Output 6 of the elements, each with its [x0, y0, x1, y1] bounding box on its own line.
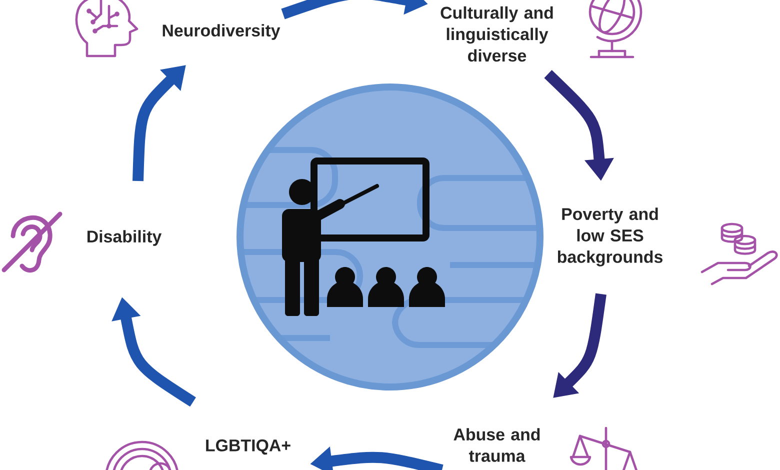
category-label: Disability	[88, 230, 162, 246]
category-label: Culturally and linguistically diverse	[440, 6, 553, 62]
category-label: LGBTIQA+	[206, 439, 290, 455]
category-label: Neurodiversity	[162, 24, 280, 40]
category-label: Poverty and low SES backgrounds	[558, 208, 662, 266]
category-label: Abuse and trauma	[454, 428, 540, 462]
